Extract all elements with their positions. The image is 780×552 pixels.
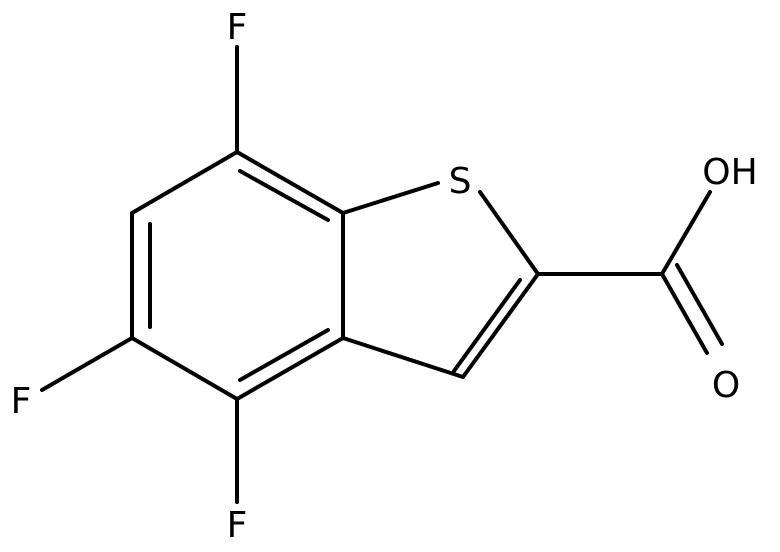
bond-c3-c3a [341,336,465,379]
bond-cooh-oh [660,190,712,276]
atom-label-oh: OH [702,152,757,193]
bond-c5-f5 [40,336,134,392]
bond-cooh-o-b [675,263,724,346]
atom-label-s: S [449,161,472,202]
bond-c7a-s [341,181,440,215]
bond-c4-c3a-inner [238,328,330,382]
bond-c2-c3-inner [452,278,522,373]
bond-c7a-c7 [235,150,345,215]
bond-c2-c3 [461,272,540,379]
bond-c4-c3a [235,336,345,401]
atom-label-f7: F [227,7,248,48]
bond-c7a-c7-inner [238,169,330,222]
atom-label-o: O [712,365,740,406]
atom-label-f4: F [227,505,248,546]
bond-c5-c4 [130,336,239,401]
bond-s-c2 [478,190,540,276]
bond-c7-c6 [130,150,239,215]
atom-label-f5: F [11,381,32,422]
bond-cooh-o-a [660,272,709,355]
